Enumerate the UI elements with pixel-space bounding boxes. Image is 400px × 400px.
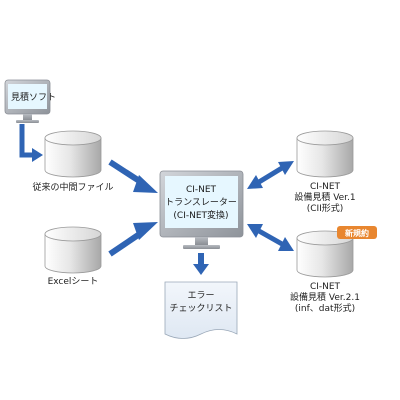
- arrow-excel-to-translator: [108, 222, 158, 257]
- ver1-line3: (CII形式): [307, 202, 344, 214]
- ver1-line1: CI-NET: [310, 182, 341, 192]
- translator-line2: トランスレーター: [165, 197, 237, 208]
- translator-line3: (CI-NET変換): [173, 209, 228, 221]
- arrow-intermediate-to-translator: [108, 159, 158, 193]
- ver1-line2: 設備見積 Ver.1: [294, 191, 355, 203]
- ver1-cylinder: [296, 130, 354, 178]
- ver21-line2: 設備見積 Ver.2.1: [290, 291, 360, 303]
- translator-monitor: CI-NET トランスレーター (CI-NET変換): [159, 170, 244, 249]
- excel-sheet-label: Excelシート: [48, 277, 99, 287]
- arrow-translator-ver1: [247, 161, 294, 189]
- intermediate-file-label: 従来の中間ファイル: [32, 181, 113, 193]
- error-checklist-line1: エラー: [187, 290, 214, 301]
- error-checklist-document: エラー チェックリスト: [164, 281, 238, 339]
- intermediate-file-cylinder: [44, 130, 102, 178]
- estimation-software-label: 見積ソフト: [11, 91, 56, 103]
- arrow-software-to-intermediate: [19, 124, 43, 162]
- arrow-translator-ver21: [247, 224, 294, 251]
- estimation-software-monitor: 見積ソフト: [4, 79, 56, 123]
- new-spec-badge-text: 新規約: [345, 228, 369, 238]
- arrow-translator-to-checklist: [193, 253, 209, 275]
- excel-sheet-cylinder: [44, 226, 102, 274]
- ver21-line1: CI-NET: [310, 282, 341, 292]
- new-spec-badge: 新規約: [337, 226, 377, 239]
- ver21-line3: (inf、dat形式): [295, 302, 355, 314]
- error-checklist-line2: チェックリスト: [169, 303, 232, 314]
- translator-line1: CI-NET: [186, 185, 217, 195]
